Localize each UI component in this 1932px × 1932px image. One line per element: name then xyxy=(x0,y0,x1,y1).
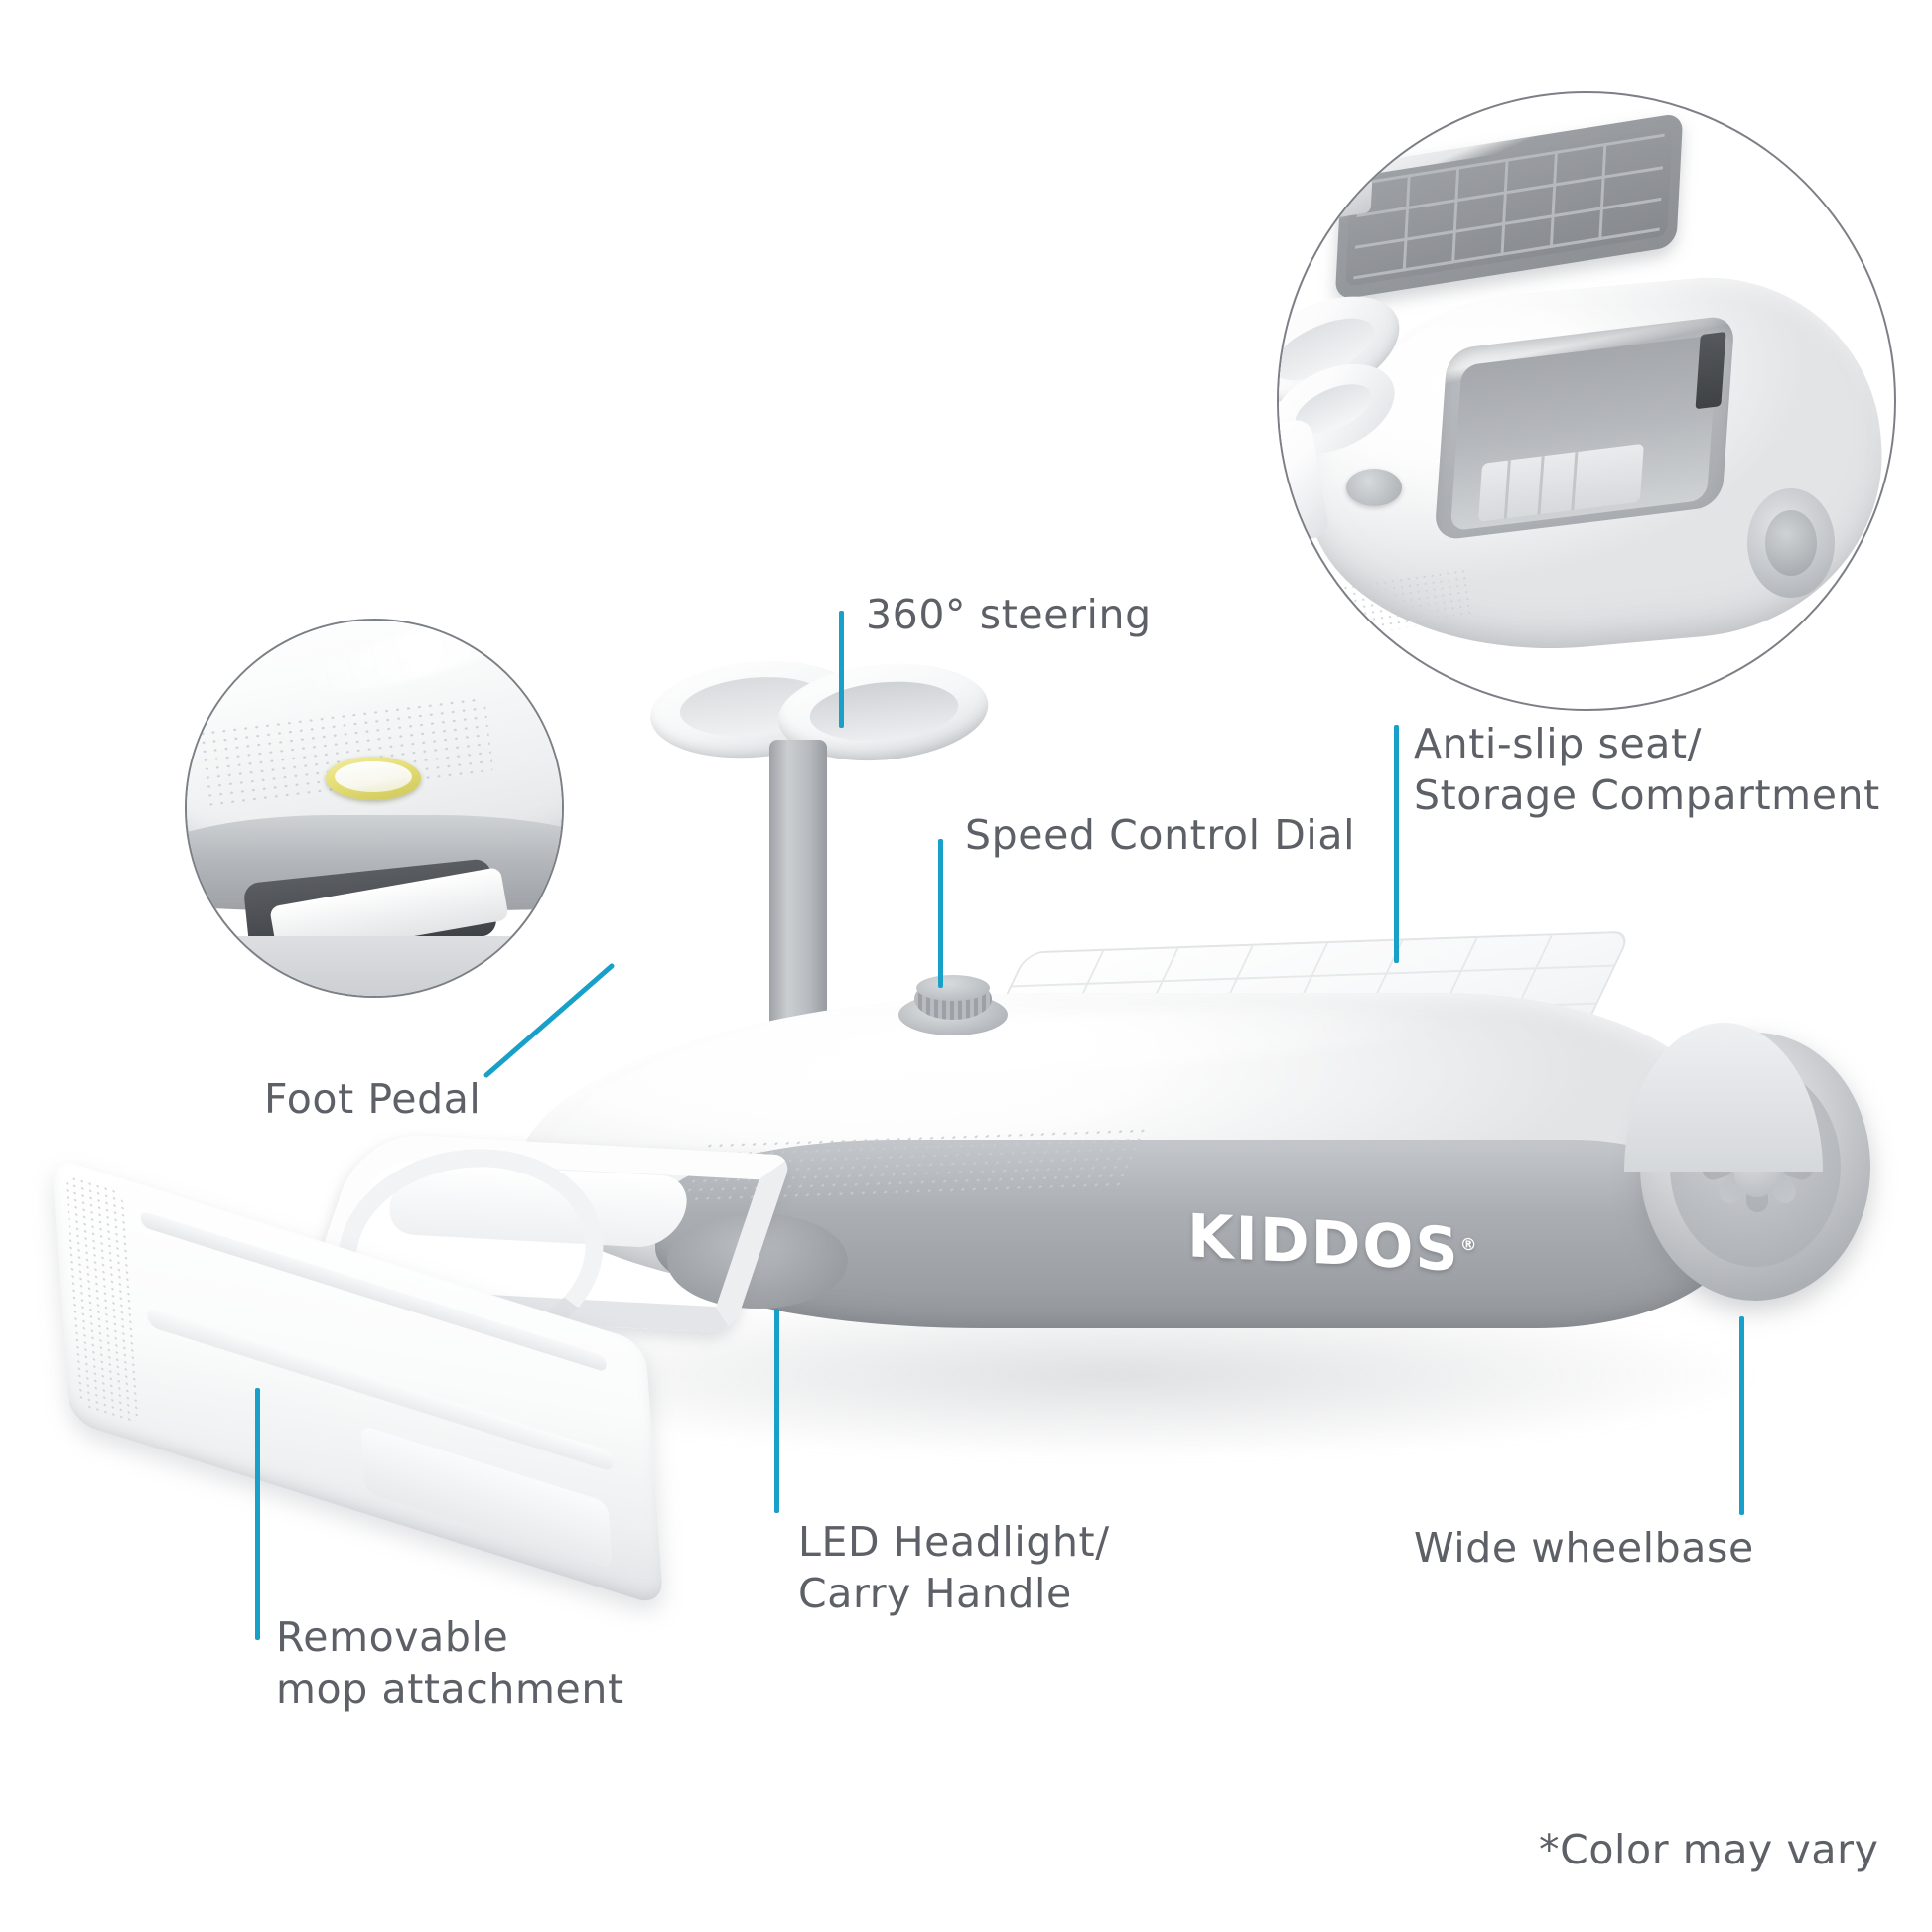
callout-label-speed-dial: Speed Control Dial xyxy=(965,811,1356,859)
leader-line-foot-pedal xyxy=(483,963,615,1078)
callout-label-steering: 360° steering xyxy=(866,591,1152,638)
callout-label-wheelbase: Wide wheelbase xyxy=(1414,1524,1754,1572)
speed-control-dial[interactable] xyxy=(898,975,1008,1035)
steering-column xyxy=(769,740,827,1037)
foot-pedal-inset xyxy=(185,619,564,998)
callout-label-mop-line2: mop attachment xyxy=(276,1665,624,1713)
seat-lid-underside xyxy=(1325,112,1684,301)
brand-text: KIDDOS xyxy=(1187,1201,1460,1286)
leader-line-headlight xyxy=(774,1309,779,1513)
color-disclaimer: *Color may vary xyxy=(1539,1826,1879,1873)
callout-label-headlight-line2: Carry Handle xyxy=(798,1570,1072,1617)
callout-label-seat-line1: Anti-slip seat/ xyxy=(1414,720,1703,767)
front-wheel xyxy=(667,1213,848,1309)
callout-label-seat-line2: Storage Compartment xyxy=(1414,771,1880,819)
leader-line-speed-dial xyxy=(938,839,943,988)
inset-wheel xyxy=(1747,488,1835,598)
leader-line-wheelbase xyxy=(1739,1316,1744,1515)
callout-label-headlight-line1: LED Headlight/ xyxy=(798,1518,1110,1566)
leader-line-seat xyxy=(1394,725,1399,963)
pedal-bottom-floor xyxy=(187,936,562,996)
leader-line-steering xyxy=(839,611,844,728)
storage-cavity xyxy=(1434,314,1735,542)
brand-trademark: ® xyxy=(1459,1234,1479,1256)
callout-label-mop-line1: Removable xyxy=(276,1613,509,1661)
foot-pedal-button[interactable] xyxy=(326,757,421,800)
callout-label-foot-pedal: Foot Pedal xyxy=(264,1075,482,1123)
leader-line-mop xyxy=(255,1388,260,1640)
inset-speed-dial xyxy=(1346,469,1402,506)
storage-compartment-inset xyxy=(1277,91,1896,711)
